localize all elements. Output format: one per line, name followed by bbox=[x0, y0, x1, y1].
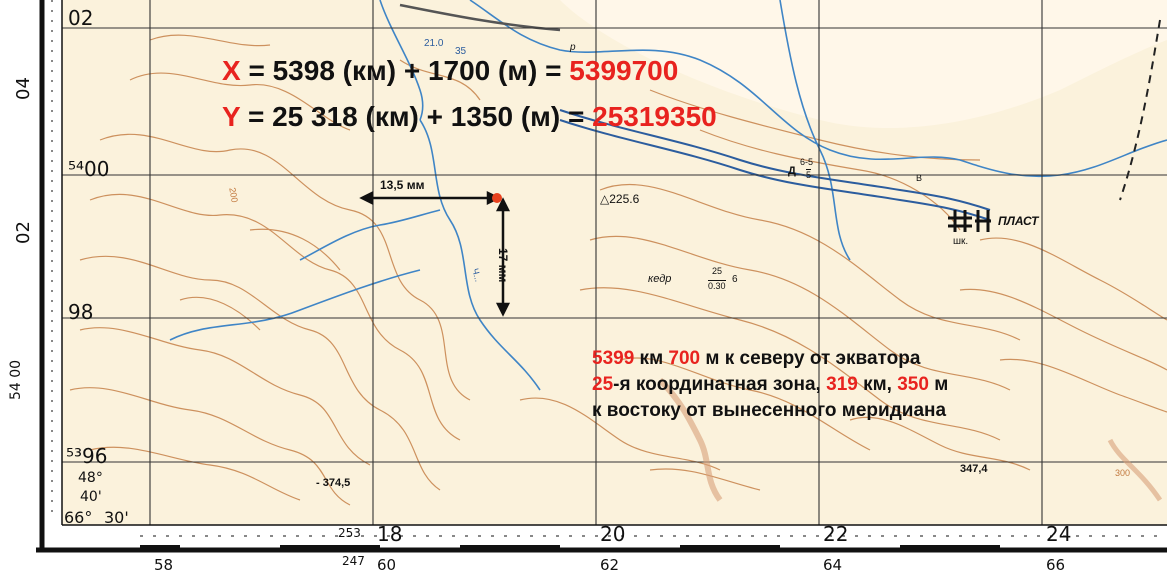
desc-text: км, bbox=[857, 374, 898, 395]
forest-suffix: 6 bbox=[732, 274, 738, 285]
zone-number: 25 bbox=[592, 374, 614, 395]
grid-x-62: 62 bbox=[600, 556, 620, 574]
north-m: 700 bbox=[668, 348, 701, 369]
settlement-label: ПЛАСТ bbox=[998, 214, 1039, 228]
km-grid bbox=[62, 0, 1167, 525]
bridge-num: 6-5 bbox=[800, 157, 814, 167]
letter-p: р bbox=[570, 42, 576, 53]
measure-horizontal-label: 13,5 мм bbox=[380, 178, 425, 192]
east-m: 350 bbox=[897, 374, 929, 395]
height-374: - 374,5 bbox=[316, 477, 351, 489]
latitude-min: 40' bbox=[80, 489, 102, 505]
north-km: 5399 bbox=[592, 348, 635, 369]
latitude-deg: 48° bbox=[78, 470, 103, 486]
grid-x-22: 22 bbox=[823, 522, 849, 546]
x-expression: = 5398 (км) + 1700 (м) = bbox=[240, 55, 570, 86]
river-35-label: 35 bbox=[455, 46, 467, 57]
settlement-symbol bbox=[948, 210, 991, 232]
peak-label: △225.6 bbox=[600, 192, 640, 206]
measure-vertical-label: 17 мм bbox=[496, 248, 510, 283]
target-point bbox=[492, 193, 502, 203]
forest-num: 25 bbox=[712, 266, 723, 276]
desc-text: км bbox=[634, 348, 669, 369]
grid-y-5400-vertical: 54 00 bbox=[8, 359, 25, 401]
desc-text: -я координатная зона, bbox=[613, 374, 827, 395]
grid-x-58: 58 bbox=[154, 556, 174, 574]
forest-den: 0.30 bbox=[708, 280, 726, 291]
grid-x-60: 60 bbox=[377, 556, 397, 574]
grid-x-18: 18 bbox=[377, 522, 403, 546]
road bbox=[1119, 19, 1161, 201]
height-347: 347,4 bbox=[960, 463, 988, 475]
grid-y-02: 02 bbox=[12, 221, 34, 244]
forest-label: кедр bbox=[648, 273, 672, 285]
grid-x-60-prefix: 247 bbox=[342, 554, 365, 568]
east-km: 319 bbox=[826, 374, 858, 395]
y-variable: Y bbox=[222, 101, 241, 132]
grid-x-64: 64 bbox=[823, 556, 843, 574]
desc-text: м к северу от экватора bbox=[700, 348, 921, 369]
ravine-2 bbox=[1107, 438, 1163, 502]
river-width-label: 21.0 bbox=[424, 38, 444, 49]
y-result: 25319350 bbox=[592, 101, 717, 132]
map-frame bbox=[36, 0, 1167, 553]
grid-y-5400: ⁵⁴00 bbox=[68, 157, 110, 181]
desc-text: м bbox=[928, 374, 949, 395]
grid-y-02-top: 02 bbox=[68, 6, 94, 30]
longitude-deg: 66° bbox=[64, 508, 93, 527]
grid-y-04: 04 bbox=[12, 77, 34, 100]
grid-x-66: 66 bbox=[1046, 556, 1066, 574]
main-river bbox=[559, 109, 991, 221]
grid-y-5396: ⁵³96 bbox=[66, 444, 108, 468]
grid-x-24: 24 bbox=[1046, 522, 1072, 546]
letter-b: В bbox=[916, 173, 923, 183]
grid-x-20: 20 bbox=[600, 522, 626, 546]
contour-300-label: 300 bbox=[1115, 468, 1131, 478]
shk-label: шк. bbox=[953, 236, 969, 247]
description-line-1: 5399 км 700 м к северу от экватора bbox=[592, 348, 920, 370]
description-line-3: к востоку от вынесенного меридиана bbox=[592, 400, 947, 421]
bridge-den: 5 bbox=[806, 169, 812, 180]
x-variable: X bbox=[222, 55, 241, 86]
y-expression: = 25 318 (км) + 1350 (м) = bbox=[240, 101, 593, 132]
grid-y-98: 98 bbox=[68, 300, 94, 324]
bridge-letter: Д bbox=[788, 165, 796, 177]
grid-x-18-prefix: 253 bbox=[338, 526, 361, 540]
x-result: 5399700 bbox=[569, 55, 679, 86]
formula-y: Y = 25 318 (км) + 1350 (м) = 25319350 bbox=[222, 101, 717, 133]
longitude-min: 30' bbox=[104, 508, 129, 527]
rivers bbox=[169, 0, 1167, 391]
description-line-2: 25-я координатная зона, 319 км, 350 м bbox=[592, 374, 948, 396]
river-valley bbox=[560, 0, 1167, 129]
ravine bbox=[657, 377, 723, 502]
contour-lines bbox=[69, 34, 1167, 506]
formula-x: X = 5398 (км) + 1700 (м) = 5399700 bbox=[222, 55, 678, 87]
